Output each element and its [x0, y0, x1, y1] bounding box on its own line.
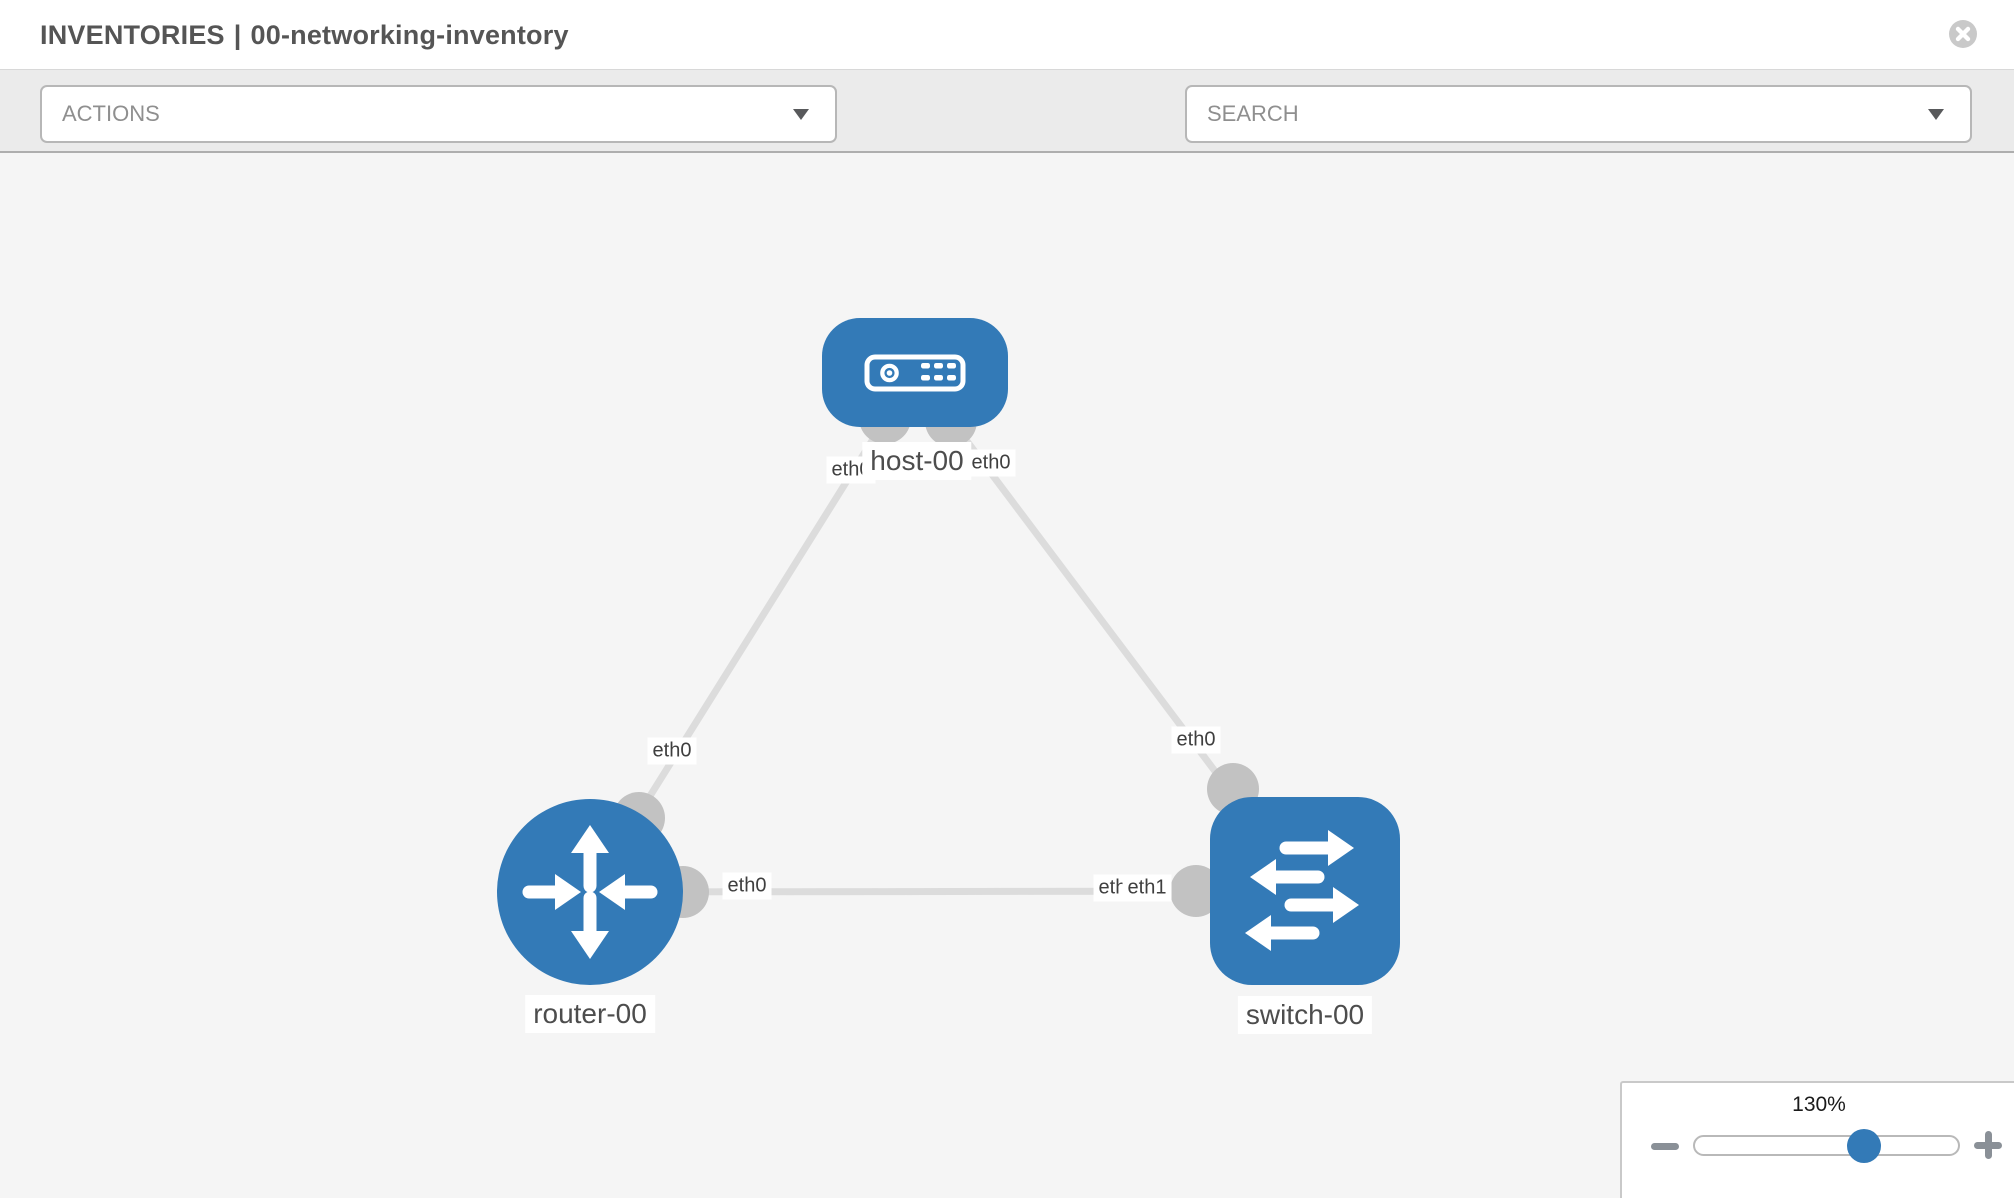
router-icon [522, 825, 658, 959]
zoom-level-value: 130% [1792, 1093, 1846, 1116]
interface-label: eth0 [1171, 726, 1221, 754]
chevron-down-icon [1928, 109, 1944, 120]
inventory-name: 00-networking-inventory [250, 19, 569, 50]
close-button[interactable] [1949, 20, 1977, 48]
search-dropdown[interactable]: SEARCH [1185, 85, 1972, 143]
interface-label: eth0 [966, 449, 1016, 477]
search-dropdown-label: SEARCH [1207, 101, 1299, 126]
panel-header: INVENTORIES | 00-networking-inventory [0, 0, 2014, 70]
node-router-00[interactable] [497, 799, 683, 985]
interface-label: eth0 [722, 872, 772, 900]
interface-label: eth1 [1122, 874, 1172, 902]
breadcrumb-section: INVENTORIES [40, 19, 225, 50]
switch-icon [1245, 830, 1359, 951]
plus-icon [1984, 1131, 1992, 1159]
toolbar: ACTIONS SEARCH [0, 70, 2014, 202]
zoom-out-button[interactable] [1651, 1138, 1679, 1154]
node-switch-00[interactable] [1210, 797, 1400, 985]
close-icon [1955, 26, 1971, 42]
actions-dropdown-label: ACTIONS [62, 101, 160, 126]
node-label-host: host-00 [862, 442, 972, 480]
minus-icon [1651, 1143, 1679, 1150]
zoom-in-button[interactable] [1974, 1131, 2002, 1159]
node-label-router: router-00 [525, 995, 655, 1033]
interface-label: eth0 [647, 737, 697, 765]
interface-circle [1170, 865, 1222, 917]
actions-dropdown[interactable]: ACTIONS [40, 85, 837, 143]
zoom-panel: 130% [1620, 1081, 2014, 1198]
page-title: INVENTORIES | 00-networking-inventory [40, 0, 569, 70]
host-icon [864, 354, 966, 392]
node-label-switch: switch-00 [1237, 996, 1373, 1034]
breadcrumb-separator: | [233, 19, 242, 50]
zoom-slider[interactable] [1693, 1135, 1960, 1156]
node-host-00[interactable] [822, 318, 1008, 427]
zoom-slider-thumb[interactable] [1847, 1129, 1881, 1163]
chevron-down-icon [793, 109, 809, 120]
topology-canvas[interactable]: eth0 eth0 eth0 eth0 eth0 eth0 eth1 host-… [0, 153, 2014, 1198]
